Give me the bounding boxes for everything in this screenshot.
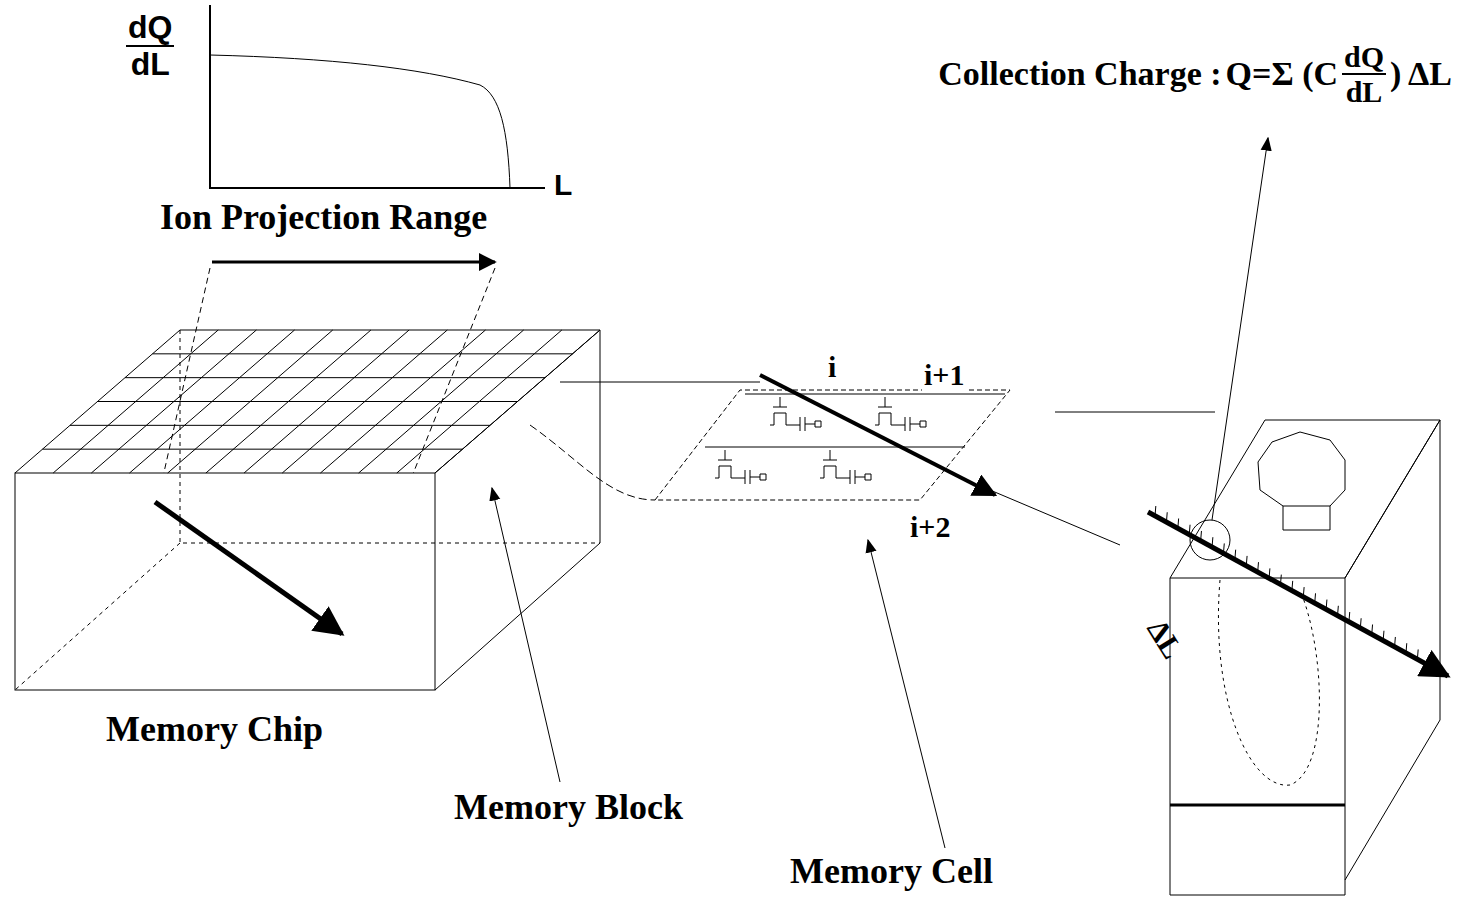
axis-label: L [552,168,574,201]
range-arrow [212,261,495,264]
part-name: Memory Chip [104,710,325,750]
illustration-stroke [244,330,409,473]
axis-label: dQ [126,10,174,47]
illustration-stroke [820,450,871,484]
cell-block [1148,420,1448,895]
illustration-stroke [715,450,766,484]
memory-chip [15,330,600,690]
formula-fraction: dQdL [1342,40,1386,108]
leader-lines [492,138,1268,848]
collection-charge-formula: dQdL Collection Charge :Q=Σ (C ) ΔL [936,40,1454,108]
illustration-stroke [397,330,562,473]
junction-line [1170,804,1345,807]
graph-axes [210,5,545,188]
charge-curve [210,55,510,188]
chip-grid [43,330,573,473]
leader-line [1212,138,1268,520]
line-index: i+2 [908,510,952,543]
word-line [705,447,965,448]
part-name: Memory Block [452,788,685,828]
segment-label: ΔL [1140,612,1191,666]
zoom-line [530,425,655,500]
leader-line [868,540,945,848]
block-top-face [1170,420,1440,578]
illustration-stroke [875,397,926,431]
ion-track-arrow [1148,512,1448,676]
capacitor-octagon [1258,432,1345,506]
chip-front-face [15,473,435,690]
block-front-face [1170,578,1345,895]
illustration-stroke [359,330,524,473]
formula-text: dQ [1342,40,1386,75]
chip-side-face [435,330,600,690]
illustration-stroke [98,401,518,402]
illustration-stroke [91,330,256,473]
illustration-stroke [320,330,485,473]
illustration-stroke [125,377,545,378]
illustration-stroke [153,353,573,354]
chip-hidden-edges [15,330,600,690]
zoom-line [560,382,760,383]
illustration-stroke [168,330,333,473]
block-side-face [1345,420,1440,880]
illustration-stroke [206,330,371,473]
formula-text: dL [1344,75,1385,108]
formula-text: ) ΔL [1388,55,1454,92]
projection-dash [160,268,210,490]
transistor-capacitor-symbols [715,397,926,484]
cell-plane [655,390,1010,500]
illustration-stroke [130,330,295,473]
word-line [745,394,1005,395]
illustration-stroke [70,425,490,426]
illustration-stroke [43,449,463,450]
axis-fraction: dQdL [126,10,174,82]
ion-track-arrow [760,375,995,495]
depletion-region [1218,580,1319,785]
formula-text: Collection Charge : [936,55,1223,92]
ion-track-arrow [155,502,342,634]
part-name: Memory Cell [788,852,995,892]
capacitor-base [1283,506,1330,530]
line-index: i+1 [922,358,966,391]
charge-graph [210,5,545,188]
range-label: Ion Projection Range [158,198,489,238]
zoom-line [990,490,1120,545]
illustration-stroke [282,330,447,473]
zoom-line [1055,412,1215,413]
leader-line [492,488,560,782]
memory-cell-array [655,375,1010,500]
illustration-stroke [53,330,218,473]
line-index: i [826,350,838,383]
axis-label: dL [129,47,172,82]
chip-top-face [15,330,600,473]
formula-text: Q=Σ (C [1224,55,1340,92]
